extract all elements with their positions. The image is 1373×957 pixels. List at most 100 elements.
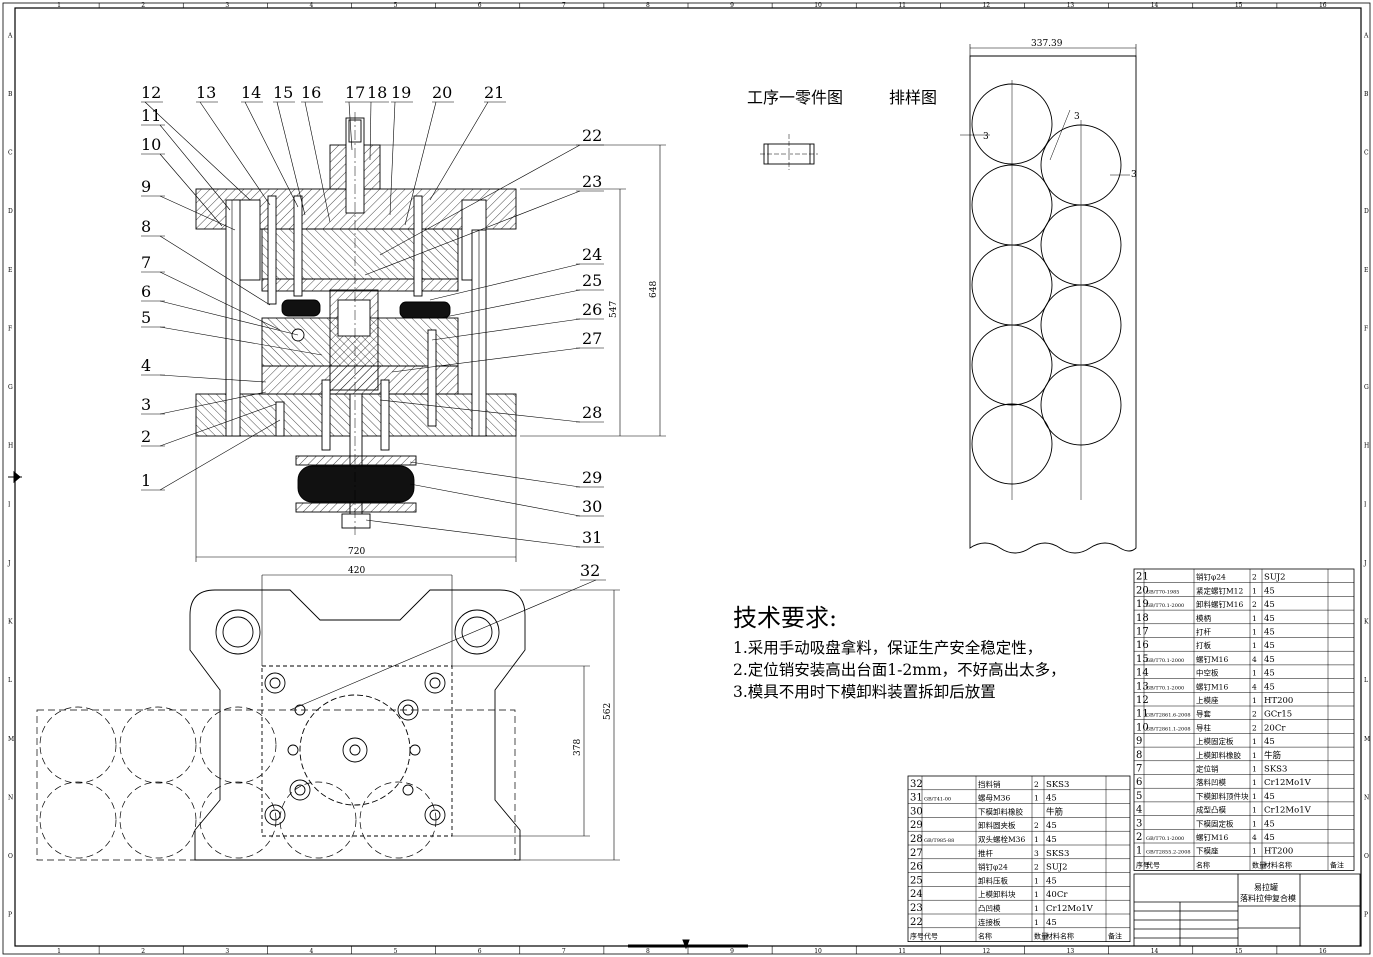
bom-cell-qty: 2	[1252, 710, 1257, 719]
bom-cell-name: 上模卸料块	[978, 889, 1016, 899]
bom-cell-no: 10	[1136, 722, 1149, 733]
bom-cell-qty: 1	[1252, 765, 1257, 774]
bom-cell-no: 13	[1136, 681, 1149, 692]
col-tick-top: 8	[646, 2, 650, 9]
callout-label-23: 23	[582, 172, 602, 191]
bom-cell-mat: Cr12Mo1V	[1046, 904, 1094, 914]
bom-cell-qty: 2	[1034, 863, 1039, 872]
col-tick-bottom: 13	[1067, 948, 1075, 955]
bom-cell-name: 上模座	[1196, 695, 1219, 705]
bom-cell-no: 26	[910, 862, 923, 873]
bom-header-no: 序号	[1136, 860, 1150, 869]
bom-cell-no: 21	[1136, 572, 1149, 583]
plan-width-dim: 420	[348, 566, 365, 576]
bom-cell-mat: 牛筋	[1264, 750, 1281, 761]
row-tick-right: I	[1364, 501, 1367, 508]
bom-cell-no: 11	[1136, 709, 1149, 720]
bom-cell-mat: 45	[1264, 792, 1275, 802]
bom-header-mat: 材料名称	[1046, 932, 1074, 941]
callout-label-5: 5	[141, 308, 151, 327]
bom-cell-no: 8	[1136, 750, 1142, 761]
bom-cell-mat: 45	[1046, 794, 1057, 804]
callout-label-31: 31	[582, 528, 602, 547]
title-block	[1133, 873, 1361, 947]
bom-cell-qty: 1	[1034, 904, 1039, 913]
bom-cell-mat: 45	[1264, 819, 1275, 829]
bom-cell-no: 23	[910, 903, 923, 914]
callout-label-28: 28	[582, 403, 602, 422]
callout-label-3: 3	[141, 395, 151, 414]
bom-cell-name: 下模座	[1196, 846, 1219, 856]
bom-cell-qty: 1	[1252, 792, 1257, 801]
callout-label-14: 14	[241, 83, 261, 102]
callout-label-12: 12	[141, 83, 161, 102]
bom-cell-no: 17	[1136, 627, 1149, 638]
bom-cell-no: 31	[910, 793, 923, 804]
bom-cell-std: GB/T70.1-2000	[1146, 685, 1184, 691]
bom-cell-no: 5	[1136, 791, 1142, 802]
bom-cell-no: 27	[910, 848, 923, 859]
col-tick-bottom: 3	[225, 948, 229, 955]
strip-edge-dim: 3	[1131, 170, 1137, 180]
bom-cell-name: 落料凹模	[1196, 777, 1226, 787]
bom-header-mat: 材料名称	[1264, 860, 1292, 869]
bom-cell-mat: 45	[1264, 737, 1275, 747]
col-tick-bottom: 9	[730, 948, 734, 955]
col-tick-top: 13	[1067, 2, 1075, 9]
bom-cell-mat: 45	[1046, 821, 1057, 831]
bom-cell-no: 29	[910, 820, 923, 831]
plan-strip-outline	[36, 706, 516, 861]
bom-cell-qty: 4	[1252, 655, 1257, 664]
callout-label-29: 29	[582, 468, 602, 487]
row-tick-right: A	[1363, 32, 1369, 39]
bom-cell-mat: SKS3	[1046, 780, 1069, 790]
bom-cell-name: 连接板	[978, 917, 1001, 927]
col-tick-top: 4	[309, 2, 313, 9]
col-tick-top: 14	[1151, 2, 1159, 9]
row-tick-right: K	[1364, 619, 1369, 626]
bom-cell-name: 螺钉M16	[1196, 681, 1228, 691]
plan-view	[189, 589, 526, 861]
drawing-title-line2: 落料拉伸复合模	[1240, 893, 1296, 903]
bom-cell-no: 24	[910, 889, 923, 900]
callout-label-18: 18	[367, 83, 387, 102]
bom-cell-no: 20	[1136, 585, 1149, 596]
bom-cell-qty: 1	[1252, 669, 1257, 678]
row-tick-left: B	[8, 91, 13, 98]
bom-cell-std: GB/T70.1-2000	[1146, 658, 1184, 664]
bom-cell-name: 打板	[1196, 640, 1212, 650]
callout-label-8: 8	[141, 217, 151, 236]
row-tick-right: O	[1364, 853, 1369, 860]
col-tick-top: 11	[898, 2, 906, 9]
bom-cell-name: 螺钉M16	[1196, 654, 1228, 664]
bom-cell-qty: 1	[1252, 641, 1257, 650]
bom-cell-name: 卸料压板	[978, 875, 1008, 885]
bom-cell-mat: 45	[1046, 918, 1057, 928]
strip-layout	[960, 44, 1137, 554]
col-tick-top: 3	[225, 2, 229, 9]
col-tick-bottom: 5	[394, 948, 398, 955]
row-tick-right: P	[1364, 912, 1368, 919]
bom-cell-no: 15	[1136, 654, 1149, 665]
row-tick-right: M	[1364, 736, 1370, 743]
bom-cell-std: GB/T70.1-2000	[1146, 603, 1184, 609]
row-tick-right: E	[1364, 267, 1368, 274]
bom-cell-mat: SUJ2	[1264, 573, 1286, 583]
bom-cell-no: 1	[1136, 846, 1142, 857]
bom-cell-mat: 45	[1264, 833, 1275, 843]
bom-cell-mat: Cr12Mo1V	[1264, 806, 1312, 816]
tech-requirement-2: 2.定位销安装高出台面1-2mm，不好高出太多，	[733, 661, 1066, 679]
row-tick-left: L	[8, 677, 12, 684]
col-tick-top: 9	[730, 2, 734, 9]
bom-cell-name: 下模卸料橡胶	[978, 806, 1023, 816]
section-height-inner-dim: 547	[609, 301, 619, 318]
bom-cell-name: 下模卸料顶件块	[1196, 791, 1249, 801]
callout-label-25: 25	[582, 271, 602, 290]
strip-width-dim: 337.39	[1031, 39, 1063, 49]
col-tick-bottom: 8	[646, 948, 650, 955]
col-tick-bottom: 6	[478, 948, 482, 955]
bom-cell-qty: 1	[1034, 835, 1039, 844]
